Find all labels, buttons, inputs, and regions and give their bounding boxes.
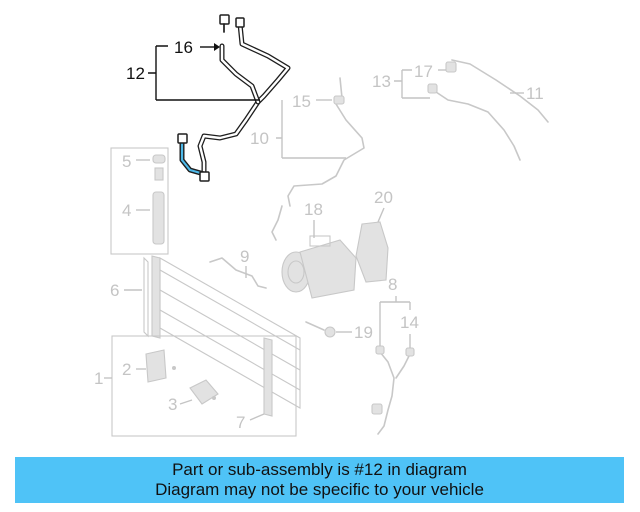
svg-text:9: 9 (240, 247, 249, 266)
callout-10: 10 (250, 100, 346, 159)
svg-text:16: 16 (174, 38, 193, 57)
banner-line-2: Diagram may not be specific to your vehi… (155, 480, 484, 499)
svg-text:7: 7 (236, 413, 245, 432)
info-banner: Part or sub-assembly is #12 in diagram D… (15, 457, 624, 503)
line-group-10 (271, 77, 365, 241)
callout-4: 4 (122, 201, 150, 220)
callout-12: 12 (126, 45, 260, 101)
callout-3: 3 (168, 395, 193, 414)
callout-16: 16 (174, 38, 220, 57)
condenser-assembly (111, 255, 301, 437)
svg-text:10: 10 (250, 129, 269, 148)
highlighted-hose-assembly[interactable] (177, 14, 291, 182)
svg-text:5: 5 (122, 152, 131, 171)
callout-15: 15 (292, 92, 332, 111)
line-group-11 (427, 59, 549, 161)
callout-2: 2 (122, 360, 146, 379)
svg-text:8: 8 (388, 275, 397, 294)
hose-group-8 (371, 345, 415, 435)
svg-text:15: 15 (292, 92, 311, 111)
svg-text:17: 17 (414, 62, 433, 81)
svg-text:18: 18 (304, 200, 323, 219)
svg-text:2: 2 (122, 360, 131, 379)
callout-14: 14 (400, 313, 419, 348)
callout-19: 19 (336, 323, 373, 342)
bolt-19 (305, 321, 325, 331)
svg-text:6: 6 (110, 281, 119, 300)
svg-text:4: 4 (122, 201, 131, 220)
drier-group (110, 147, 169, 255)
svg-text:14: 14 (400, 313, 419, 332)
svg-text:12: 12 (126, 64, 145, 83)
callout-7: 7 (236, 413, 265, 432)
svg-text:13: 13 (372, 72, 391, 91)
callout-17: 17 (414, 62, 446, 81)
callout-8: 8 (379, 275, 411, 346)
svg-text:3: 3 (168, 395, 177, 414)
banner-line-1: Part or sub-assembly is #12 in diagram (172, 460, 467, 479)
svg-text:1: 1 (94, 369, 103, 388)
tube-9 (209, 257, 267, 289)
callout-11: 11 (510, 84, 544, 103)
svg-text:11: 11 (526, 84, 544, 103)
svg-text:20: 20 (374, 188, 393, 207)
callout-13: 13 (372, 69, 430, 99)
callout-18: 18 (304, 200, 323, 238)
bracket-20 (355, 221, 389, 283)
callout-1: 1 (94, 369, 112, 388)
callout-6: 6 (110, 281, 142, 300)
compressor (281, 235, 357, 299)
callout-5: 5 (122, 152, 150, 171)
callout-9: 9 (240, 247, 249, 278)
callout-20: 20 (374, 188, 393, 223)
svg-text:19: 19 (354, 323, 373, 342)
